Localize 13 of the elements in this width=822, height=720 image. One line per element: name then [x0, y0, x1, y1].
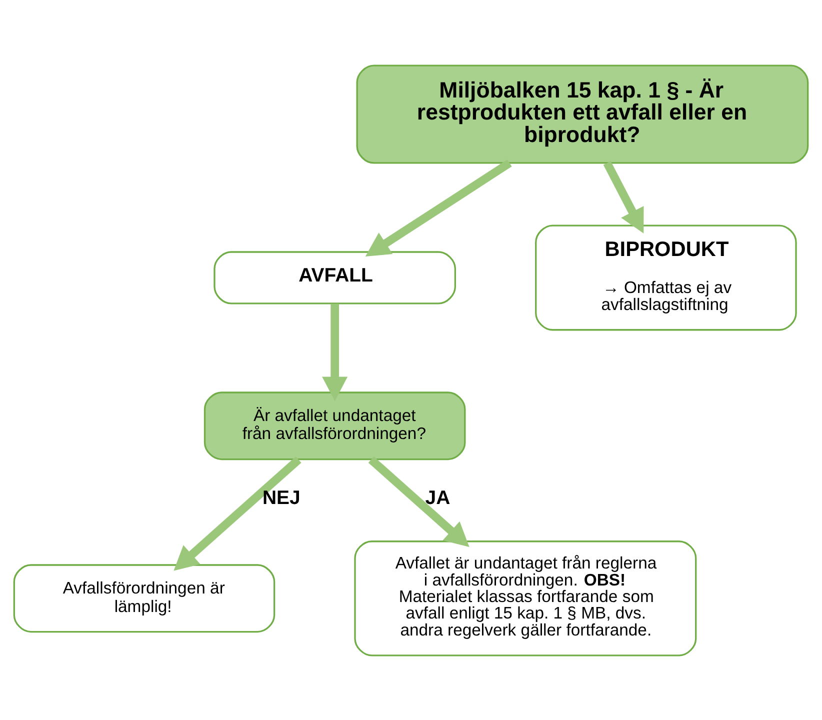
arrow	[322, 303, 348, 401]
node-box: Avfallsförordningen är lämplig!	[13, 564, 276, 632]
arrow	[174, 456, 302, 570]
node-box: BIPRODUKT → Omfattas ej av avfallslagstiftning	[535, 224, 797, 330]
node-box: Avfallet är undantaget från reglerna i avfallsförordningen. OBS! Materialet klassas fortfarande som avfall enligt 15 kap. 1 § MB, dvs. andra regelverk gäller fortfarande.	[354, 540, 697, 656]
edge-label: NEJ	[262, 486, 300, 509]
node-box: AVFALL	[214, 250, 456, 304]
arrow	[368, 456, 470, 547]
node-box: Är avfallet undantaget från avfallsförordningen?	[204, 391, 466, 460]
arrow	[603, 160, 644, 233]
edge-label: JA	[425, 486, 450, 509]
arrow	[365, 158, 512, 256]
node-box: Miljöbalken 15 kap. 1 § - Är restprodukten ett avfall eller en biprodukt?	[356, 64, 809, 164]
